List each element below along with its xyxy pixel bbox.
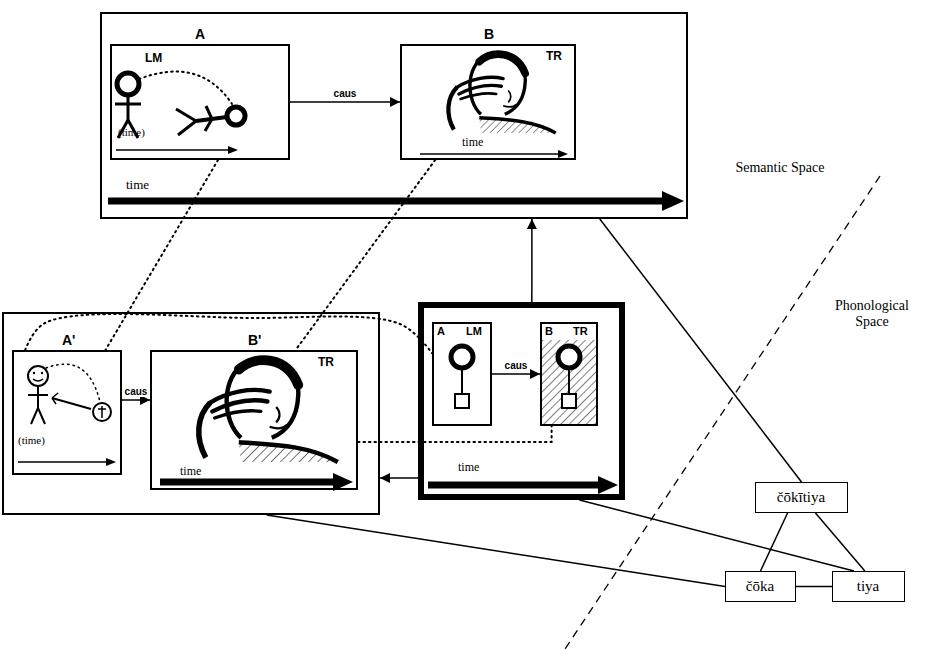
landmark-circle — [451, 346, 473, 368]
time-arrow — [420, 153, 560, 155]
smiley-mouth — [33, 379, 43, 381]
composition-line — [761, 513, 788, 571]
word-form: čōka — [746, 578, 774, 595]
symbolic-link — [267, 515, 725, 587]
component-box: BTRtime — [400, 44, 576, 160]
phonological-box: čōkītiya — [755, 482, 848, 513]
schema-component-box: A LM — [432, 322, 492, 426]
smiley-head — [28, 366, 48, 386]
edge-label: caus — [123, 386, 150, 397]
word-form: čōkītiya — [777, 489, 825, 506]
box-heading: A — [195, 27, 205, 42]
composition-line — [815, 513, 864, 571]
space-label: Phonological Space — [822, 298, 922, 330]
component-box: ALM(time) — [110, 44, 290, 160]
time-label: time — [126, 178, 149, 192]
phonological-box: čōka — [725, 571, 796, 602]
time-label: time — [462, 136, 483, 149]
box-heading: B — [484, 27, 494, 42]
fallen-arm — [205, 119, 212, 131]
crying-person — [199, 359, 338, 462]
landmark-label: LM — [145, 52, 162, 65]
correspondence-line — [106, 160, 219, 350]
time-arrowhead — [558, 150, 568, 158]
trajector-label: TR — [573, 325, 588, 337]
square-symbol — [562, 394, 576, 408]
time-arrow — [160, 479, 335, 486]
time-label: time — [180, 465, 201, 478]
box-heading: A' — [62, 333, 75, 348]
figure-arms — [115, 103, 141, 106]
hatched-ground — [542, 340, 596, 424]
box-heading: B — [545, 325, 553, 337]
elaboration-arrow — [380, 477, 418, 479]
space-label: Semantic Space — [735, 160, 825, 176]
time-arrow — [116, 149, 230, 151]
semantic-composite-box: A LM (time) B TR time time — [100, 12, 688, 219]
time-label: time — [458, 461, 479, 474]
causal-arrow — [290, 101, 400, 103]
time-arrowhead — [106, 458, 116, 466]
time-label: (time) — [18, 434, 45, 446]
box-heading: A — [437, 325, 445, 337]
crying-person — [448, 53, 555, 133]
edge-label: caus — [332, 88, 359, 99]
figure-body — [127, 95, 130, 120]
time-arrow — [18, 461, 108, 463]
time-arrowhead — [228, 146, 238, 154]
arrow-fletch — [52, 393, 58, 398]
symbolic-link — [579, 500, 853, 571]
composition-line — [796, 586, 832, 588]
component-box: B'TRtime — [150, 350, 358, 490]
figure-head — [117, 73, 139, 95]
target-circle — [93, 403, 111, 421]
landmark-label: LM — [466, 325, 482, 337]
elaboration-arrow — [531, 219, 533, 302]
causal-arrow — [122, 399, 150, 401]
fallen-leg — [176, 109, 196, 121]
fallen-head — [227, 107, 245, 125]
symbolic-link — [600, 219, 802, 482]
time-arrowhead — [598, 476, 618, 494]
component-box: A'(time) — [12, 350, 122, 475]
figure-body — [37, 386, 39, 408]
arrow-fletch — [52, 398, 56, 404]
edge-label: caus — [503, 360, 530, 371]
phonological-box: tiya — [832, 571, 905, 602]
dotted-path — [46, 364, 100, 402]
causal-arrow — [492, 373, 540, 375]
fallen-leg — [178, 121, 196, 135]
figure-leg — [31, 408, 38, 424]
trajector-label: TR — [318, 356, 334, 369]
semantic-component-box: A'(time)B'TRtime — [2, 312, 380, 515]
schema-component-box: B TR — [540, 322, 598, 426]
correspondence-line — [25, 314, 432, 353]
word-form: tiya — [857, 578, 880, 595]
correspondence-line — [296, 160, 436, 350]
trajector-label: TR — [546, 50, 562, 63]
dotted-path — [139, 72, 232, 104]
schema-box: A LM B TR time — [418, 302, 625, 500]
stem-line — [461, 368, 463, 394]
correspondence-line — [358, 426, 552, 442]
box-heading: B' — [248, 333, 261, 348]
time-label: (time) — [118, 126, 145, 138]
hit-arrow — [52, 398, 91, 409]
target-mark — [98, 408, 106, 410]
square-symbol — [455, 394, 469, 408]
trajector-circle — [558, 346, 580, 368]
target-mark — [101, 406, 103, 418]
figure-arms — [28, 394, 48, 396]
time-arrow — [428, 482, 600, 489]
time-arrowhead — [662, 191, 684, 211]
smiley-eye — [33, 372, 35, 374]
smiley-eye — [41, 372, 43, 374]
figure-leg — [38, 408, 45, 424]
stem-line — [568, 368, 570, 394]
fallen-arm — [206, 106, 212, 119]
